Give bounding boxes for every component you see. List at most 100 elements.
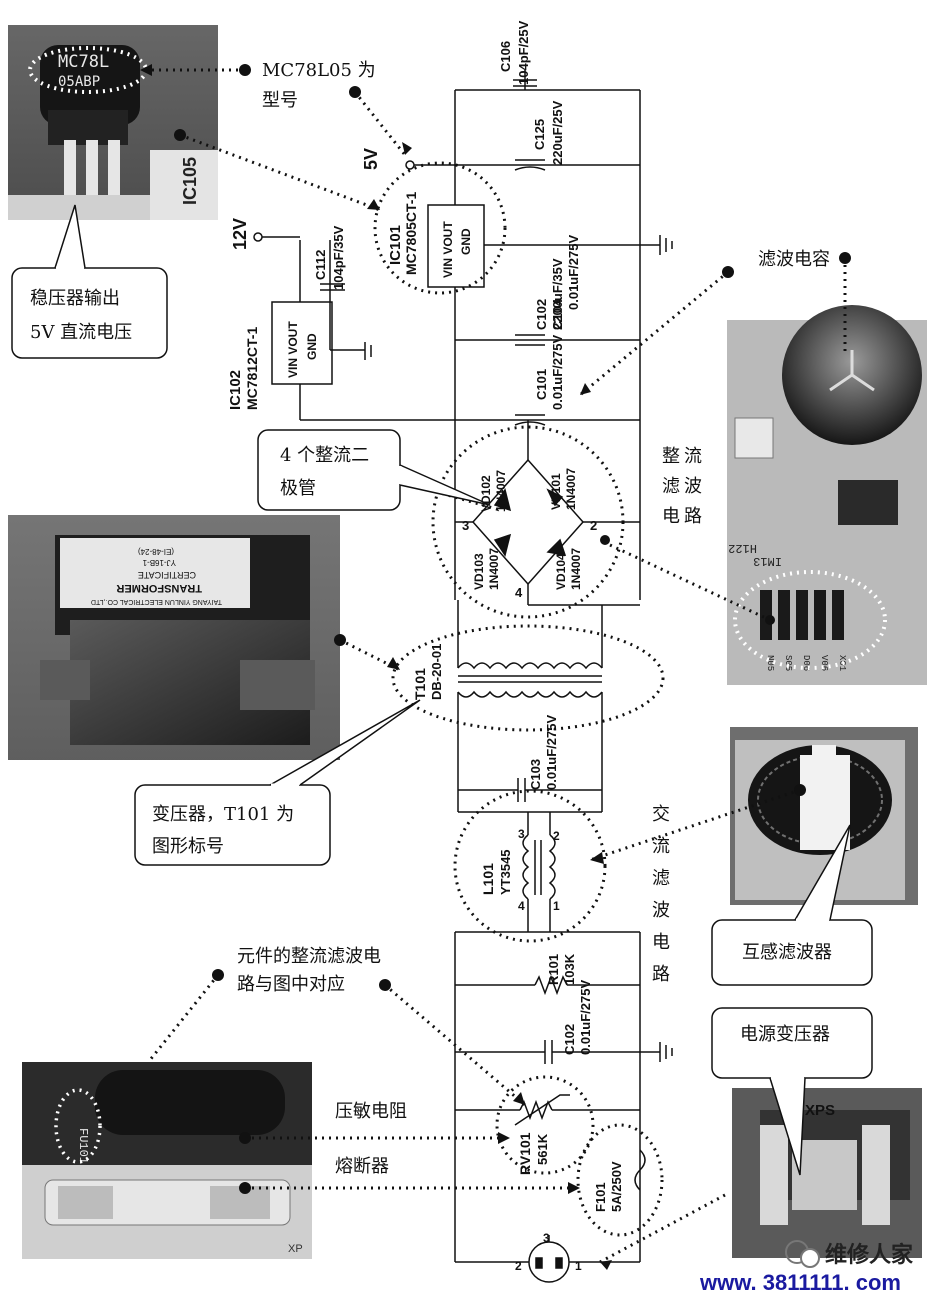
rf-char-5: 电 <box>662 506 680 527</box>
label-vd104-model: 1N4007 <box>569 548 583 590</box>
label-c102-lower: C102 <box>562 1024 577 1055</box>
label-c102-upper: C102 <box>534 299 549 330</box>
board-label-xps: XPS <box>805 1102 835 1119</box>
filter-capacitor-photo: H122 IM13 N05 S05 D06 V06 X01 <box>727 305 927 685</box>
label-t101-model: DB-20-01 <box>429 644 444 700</box>
callout-rectifier-diodes-line2: 极管 <box>280 478 316 499</box>
note-model-line1: MC78L05 为 <box>262 60 376 81</box>
board-label-xp: XP <box>288 1243 303 1255</box>
transformer-core: (EI-48-24) <box>138 547 174 556</box>
rf-char-4: 波 <box>684 476 702 497</box>
pin-label-n05: N05 <box>765 655 775 671</box>
label-ic102-gnd: GND <box>305 333 319 360</box>
ac-char-3: 滤 <box>652 868 670 889</box>
l101-pin-2: 2 <box>553 829 560 843</box>
label-f101-value: 5A/250V <box>609 1161 624 1212</box>
pointer-dots <box>174 64 851 1194</box>
l101-pin-4: 4 <box>518 899 525 913</box>
connector-pins: N05 S05 D06 V06 X01 <box>760 590 847 671</box>
callout-rectifier-diodes: 4 个整流二 极管 <box>257 429 491 511</box>
label-c112: C112 <box>313 250 328 280</box>
board-label-fu101: FU101 <box>76 1128 90 1164</box>
label-c102-lower-value: 0.01uF/275V <box>578 980 593 1055</box>
rv101-highlight-ring <box>495 1075 595 1175</box>
label-c102-upper-value: 0.01uF/275V <box>550 335 565 410</box>
callout-transformer-line1: 变压器，T101 为 <box>152 804 294 825</box>
label-vd101: VD101 <box>549 473 563 510</box>
label-c106: C106 <box>498 41 513 72</box>
label-c104-value: 0.01uF/275V <box>566 235 581 310</box>
ac-char-4: 波 <box>652 900 670 921</box>
callout-power-transformer-text: 电源变压器 <box>740 1024 830 1045</box>
label-vd104: VD104 <box>554 553 568 590</box>
note-component-line1: 元件的整流滤波电 <box>237 946 381 967</box>
label-5v: 5V <box>361 148 381 170</box>
chip-marking-line2: 05ABP <box>58 74 100 90</box>
label-l101-model: YT3545 <box>498 849 513 895</box>
note-component-line2: 路与图中对应 <box>237 974 345 995</box>
watermark-url: www. 3811111. com <box>699 1270 901 1295</box>
power-connector-photo: XPS <box>732 1088 922 1258</box>
watermark-name: 维修人家 <box>825 1242 914 1267</box>
callout-rectifier-diodes-line1: 4 个整流二 <box>280 445 369 466</box>
label-rv101-value: 561K <box>535 1133 550 1165</box>
plug-pin-2: 2 <box>515 1259 522 1273</box>
label-c101: C101 <box>534 369 549 400</box>
board-label-h122: H122 <box>728 541 757 555</box>
callout-transformer: 变压器，T101 为 图形标号 <box>134 699 421 866</box>
plug-pin-3: 3 <box>543 1231 550 1245</box>
callout-power-transformer: 电源变压器 <box>711 1007 873 1176</box>
bridge-highlight-ring <box>431 425 625 619</box>
bridge-node-2: 2 <box>590 518 597 533</box>
pin-label-v06: V06 <box>819 655 829 671</box>
board-label-ic105: IC105 <box>180 157 200 205</box>
l101-pin-3: 3 <box>518 827 525 841</box>
label-c106-value: 104pF/25V <box>516 20 531 85</box>
pin-label-d06: D06 <box>801 655 811 671</box>
callout-mutual-filter-text: 互感滤波器 <box>742 942 832 963</box>
ac-char-2: 流 <box>652 836 670 857</box>
label-c103: C103 <box>528 759 543 790</box>
label-ic102-model: MC7812CT-1 <box>244 327 260 410</box>
pointer-arrows <box>140 68 847 1264</box>
rf-char-6: 路 <box>684 506 702 527</box>
rf-char-1: 整 <box>662 446 680 467</box>
chip-marking-line1: MC78L <box>58 52 109 72</box>
ic101-highlight-ring <box>373 161 507 295</box>
free-labels: MC78L05 为 型号 滤波电容 元件的整流滤波电 路与图中对应 压敏电阻 熔… <box>237 60 830 1177</box>
schematic-labels: 5V 12V C106 104pF/25V C125 220uF/25V IC1… <box>227 20 624 1273</box>
callout-regulator-output: 稳压器输出 5V 直流电压 <box>11 204 168 359</box>
label-ic101-pins: VIN VOUT <box>441 221 455 278</box>
label-c104: C104 <box>550 298 565 330</box>
label-vd101-model: 1N4007 <box>564 468 578 510</box>
label-c125: C125 <box>532 119 547 150</box>
transformer-cert: CERTIFICATE <box>138 570 196 580</box>
watermark: 维修人家 www. 3811111. com <box>699 1240 914 1295</box>
label-ic101: IC101 <box>387 225 404 265</box>
label-c101-value: 2200uF/35V <box>550 258 565 330</box>
callout-mutual-filter: 互感滤波器 <box>711 824 873 986</box>
bridge-node-4: 4 <box>515 585 523 600</box>
ac-char-1: 交 <box>652 804 670 825</box>
label-ic101-model: MC7805CT-1 <box>403 192 419 275</box>
label-c112-value: 104pF/35V <box>331 225 346 290</box>
fuse-label-highlight-ring <box>54 1088 102 1164</box>
label-l101: L101 <box>480 863 496 895</box>
fuse-photo: FU101 XP <box>22 1062 312 1259</box>
label-vd103-model: 1N4007 <box>487 548 501 590</box>
board-label-im13: IM13 <box>753 554 782 568</box>
label-ic102: IC102 <box>227 370 244 410</box>
ac-char-6: 路 <box>652 964 670 985</box>
label-c125-value: 220uF/25V <box>550 100 565 165</box>
label-ic101-gnd: GND <box>459 228 473 255</box>
label-f101: F101 <box>593 1182 608 1212</box>
arrow-heads <box>140 64 612 1270</box>
transformer-maker: TAIYANG YINLUN ELECTRICAL CO.,LTD <box>91 598 222 605</box>
label-vd102-model: 1N4007 <box>494 470 508 512</box>
label-r101: R101 <box>546 954 561 985</box>
bridge-node-3: 3 <box>462 518 469 533</box>
pins-highlight-ring <box>733 570 887 670</box>
label-rv101: RV101 <box>517 1132 533 1175</box>
plug-pin-1: 1 <box>575 1259 582 1273</box>
